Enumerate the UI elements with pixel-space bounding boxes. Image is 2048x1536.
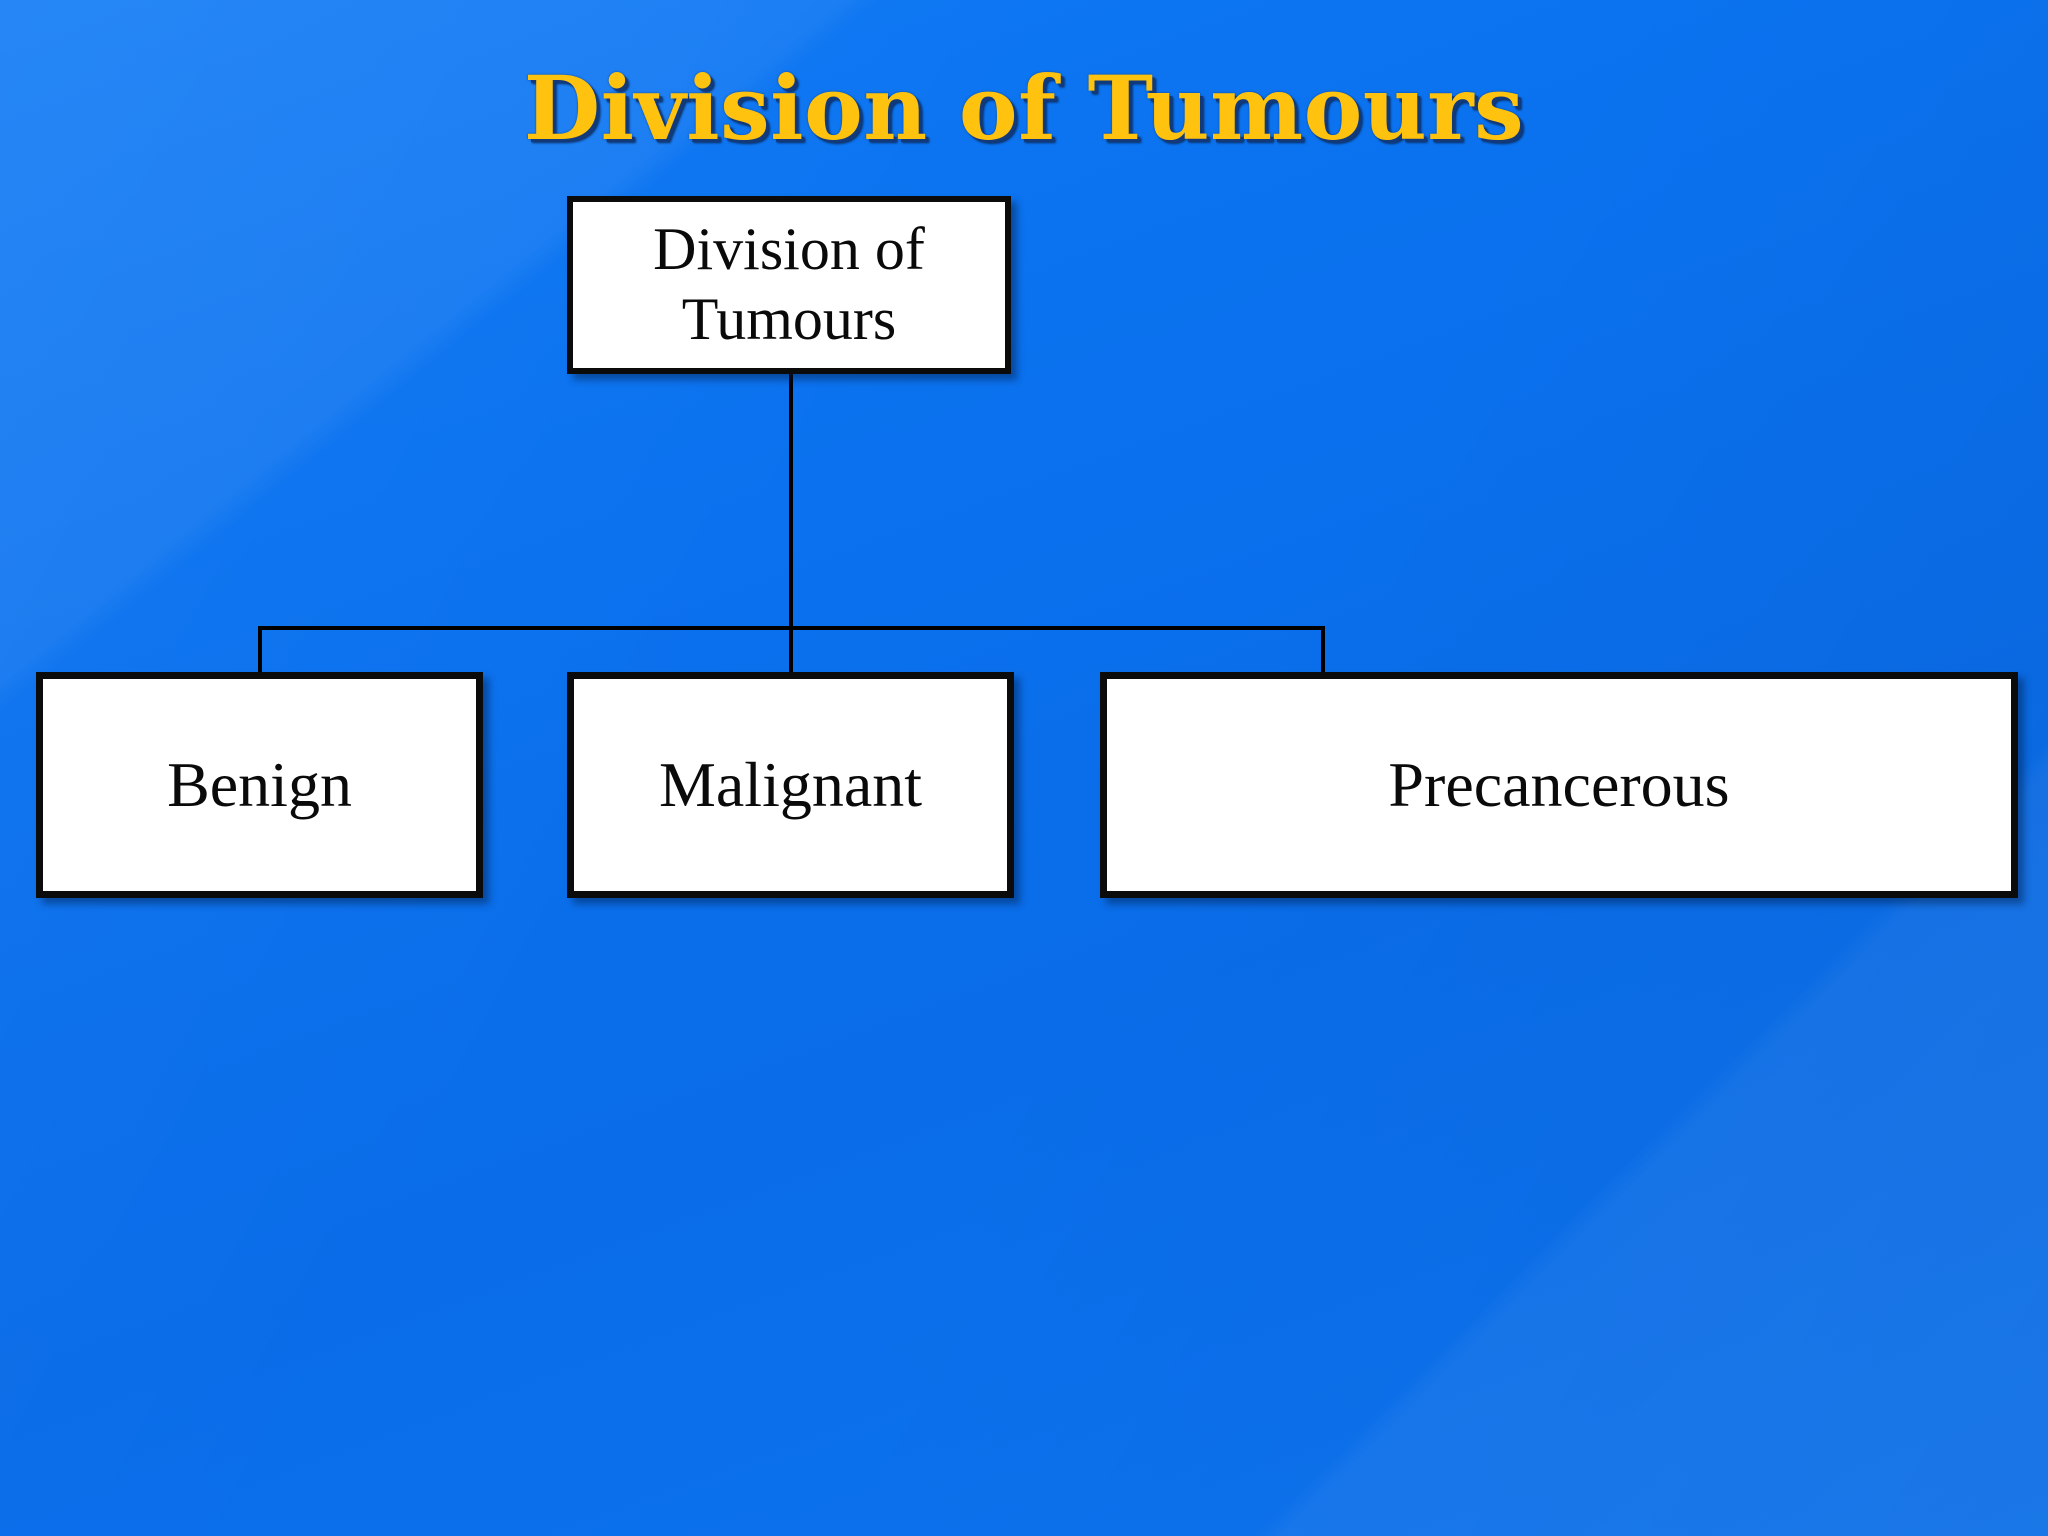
node-precancerous-label: Precancerous	[1388, 749, 1730, 820]
node-root-label-line2: Tumours	[681, 286, 897, 352]
node-root[interactable]: Division of Tumours	[567, 196, 1011, 374]
node-benign-label: Benign	[167, 749, 352, 820]
node-malignant-label: Malignant	[658, 749, 923, 820]
node-precancerous[interactable]: Precancerous	[1100, 672, 2018, 898]
node-root-label: Division of Tumours	[573, 215, 1005, 354]
node-root-label-line1: Division of	[653, 216, 925, 283]
page-title: Division of Tumours	[523, 56, 1525, 160]
node-malignant[interactable]: Malignant	[567, 672, 1014, 898]
node-benign[interactable]: Benign	[36, 672, 483, 898]
